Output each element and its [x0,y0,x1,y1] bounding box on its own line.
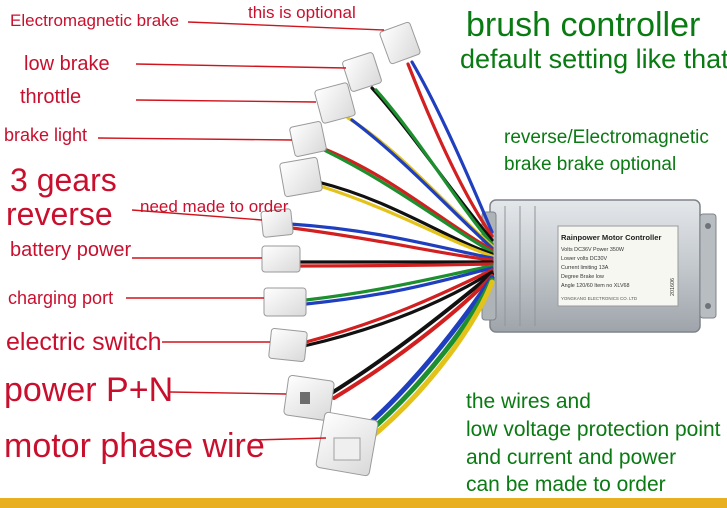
spec-side-code: 201606 [670,278,676,296]
label-throttle: throttle [20,86,82,108]
note-brake-optional: brake brake optional [504,154,677,175]
label-brake-light: brake light [4,125,88,145]
wire-bundle [288,60,495,443]
connector-brake-light [289,121,327,157]
label-charging-port: charging port [8,288,114,308]
label-electromagnetic-brake: Electromagnetic brake [10,11,180,30]
bottom-accent-bar [0,498,727,508]
note-low-voltage: low voltage protection point [466,418,721,441]
connector-battery-power [261,245,301,273]
note-reverse-electromagnetic: reverse/Electromagnetic [504,127,709,148]
label-optional-note: this is optional [248,3,356,22]
note-wires: the wires and [466,390,591,413]
title-default-setting: default setting like that [460,44,727,74]
pointer-lines [97,21,385,441]
connector-throttle [314,82,356,124]
title-brush-controller: brush controller [466,6,701,44]
connector-charging-port [263,287,307,317]
note-made-to-order: can be made to order [466,473,666,496]
spec-footer: YONGKANG ELECTRONICS CO. LTD [561,296,637,301]
controller-spec-label: Rainpower Motor Controller Volts DC36V P… [557,225,679,307]
label-motor-phase-wire: motor phase wire [4,427,265,465]
label-reverse: reverse [6,196,113,232]
label-need-made-to-order: need made to order [140,197,289,216]
label-low-brake: low brake [24,53,110,75]
spec-line-3: Current limiting 13A [561,265,609,271]
connectors [260,21,421,477]
spec-line-1: Volts DC36V Power 350W [561,247,625,253]
spec-line-4: Degree Brake low [561,274,604,280]
spec-line-2: Lower volts DC30V [561,256,608,262]
label-power-pn: power P+N [4,371,174,409]
connector-reverse [260,208,294,238]
label-three-gears: 3 gears [10,162,117,198]
connector-electromagnetic-brake [379,21,421,65]
connector-low-brake [342,52,382,92]
spec-title: Rainpower Motor Controller [561,233,661,242]
label-electric-switch: electric switch [6,328,162,356]
spec-line-5: Angle 120/60 Item no XLV68 [561,283,630,289]
label-battery-power: battery power [10,239,132,261]
note-current-power: and current and power [466,446,677,469]
connector-electric-switch [268,327,308,363]
connector-three-gears [279,156,323,198]
